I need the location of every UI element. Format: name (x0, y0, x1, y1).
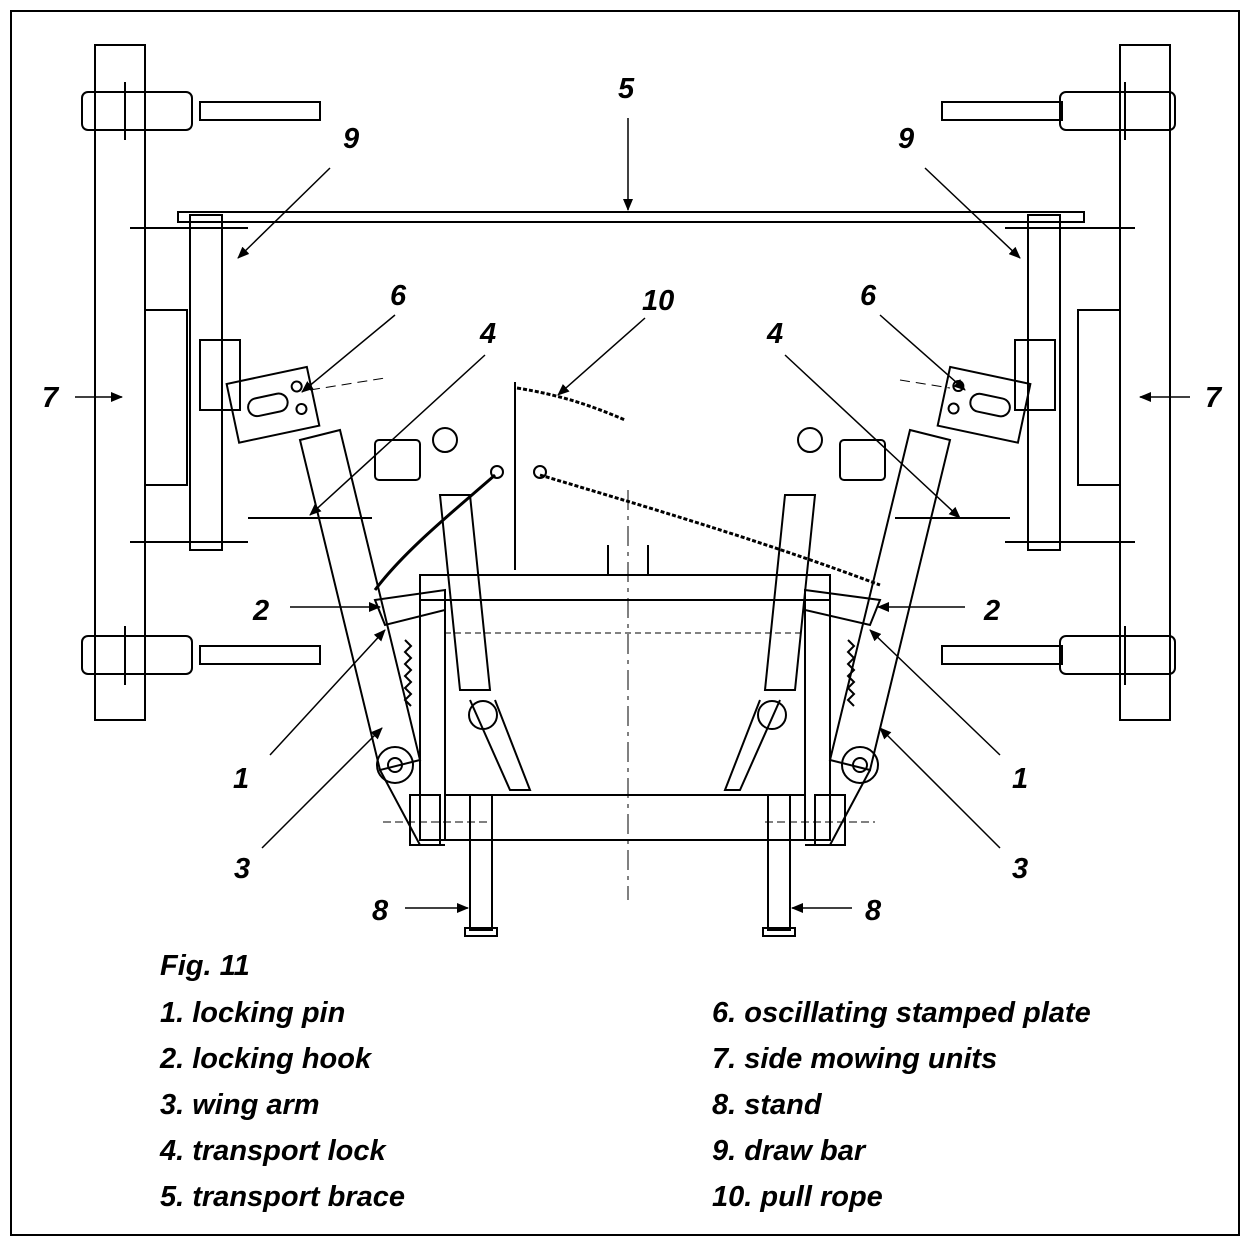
leader-4-right (784, 354, 961, 519)
main-frame (373, 490, 882, 900)
leader-4-left (309, 354, 486, 516)
legend-item: 9. draw bar (712, 1135, 866, 1167)
leader-6-left (301, 314, 396, 393)
legend-item: 10. pull rope (712, 1181, 883, 1213)
callout-6-right: 6 (860, 280, 877, 312)
callout-1-right: 1 (1012, 763, 1028, 795)
oscillating-stamped-plates (225, 365, 1032, 444)
callout-9-right: 9 (898, 123, 914, 155)
pull-rope (373, 382, 881, 591)
legend-item: 3. wing arm (160, 1089, 320, 1121)
callout-4-right: 4 (766, 318, 783, 350)
callout-8-left: 8 (372, 895, 389, 927)
legend-item: 2. locking hook (160, 1043, 372, 1075)
legend-item: 8. stand (712, 1089, 822, 1121)
callout-6-left: 6 (390, 280, 407, 312)
springs (403, 639, 856, 707)
callout-10: 10 (642, 285, 674, 317)
leader-9-right (924, 167, 1021, 259)
legend-item: 7. side mowing units (712, 1043, 998, 1075)
legend-item: 4. transport lock (160, 1135, 386, 1167)
legend-item: 5. transport brace (160, 1181, 405, 1213)
callout-2-left: 2 (252, 595, 269, 627)
legend-item: 1. locking pin (160, 997, 346, 1029)
leader-3-right (879, 727, 1001, 849)
callout-3-right: 3 (1012, 853, 1028, 885)
leader-6-right (879, 314, 966, 391)
callout-2-right: 2 (983, 595, 1000, 627)
figure-title: Fig. 11 (160, 950, 250, 982)
legend-left-column: 1. locking pin 2. locking hook 3. wing a… (160, 996, 405, 1226)
callout-3-left: 3 (234, 853, 250, 885)
callout-5: 5 (618, 73, 635, 105)
hydraulic-cylinders (432, 427, 823, 791)
callout-7-right: 7 (1205, 382, 1223, 414)
transport-locks (248, 439, 1010, 519)
callout-9-left: 9 (343, 123, 359, 155)
stands (383, 794, 875, 937)
leader-3-left (261, 727, 383, 849)
transport-brace (177, 211, 1085, 223)
callout-1-left: 1 (233, 763, 249, 795)
legend-right-column: 6. oscillating stamped plate 7. side mow… (712, 996, 1091, 1226)
legend-item: 6. oscillating stamped plate (712, 997, 1091, 1029)
leader-10 (557, 317, 646, 396)
callout-7-left: 7 (42, 382, 60, 414)
callout-4-left: 4 (479, 318, 496, 350)
right-mowing-unit (941, 44, 1176, 721)
leader-1-right (869, 629, 1001, 756)
leader-9-left (237, 167, 331, 259)
left-mowing-unit (81, 44, 321, 721)
leader-1-left (269, 629, 386, 756)
wing-arms (298, 428, 952, 784)
callout-8-right: 8 (865, 895, 882, 927)
